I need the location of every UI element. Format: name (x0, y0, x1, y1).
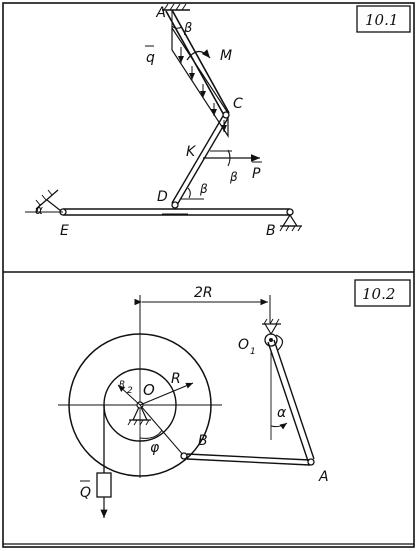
label-b: B (198, 433, 208, 449)
label-d: D (157, 189, 168, 205)
problem-number: 10.2 (362, 285, 395, 303)
bar-o1a-edge-right (273, 339, 315, 460)
label-beta-low: β (199, 182, 208, 196)
problem-number-box (354, 279, 411, 307)
bar-ba-edge-top (186, 453, 311, 461)
label-a: A (155, 5, 166, 21)
hinge-d (171, 201, 179, 209)
bar-o1a-edge-left (267, 341, 309, 462)
problem-number: 10.1 (365, 11, 398, 29)
bar-ba-edge-bottom (186, 458, 311, 466)
label-q: Q (80, 485, 91, 501)
pivot-o1-bracket (275, 334, 284, 351)
label-r-half-num: R (119, 380, 125, 390)
angle-arc-beta-mid (227, 149, 231, 167)
panel-10-1: 10.1 β q M C K (25, 3, 411, 239)
sheet-border (2, 2, 415, 548)
label-r-half-den: 2 (127, 386, 133, 396)
label-a: A (318, 469, 329, 485)
panel-10-2: 10.2 2R O R R 2 φ Q (58, 279, 411, 518)
label-k: K (186, 144, 197, 160)
label-c: C (233, 96, 243, 112)
load-block (96, 472, 112, 498)
angle-arc-beta-low (187, 187, 191, 199)
label-o1: O (238, 337, 249, 353)
label-p: P (252, 166, 261, 182)
distributed-load-arrows (178, 47, 227, 132)
label-o: O (143, 381, 155, 399)
pivot-o1-pin (269, 338, 273, 342)
label-alpha: α (35, 203, 43, 217)
label-beta-top: β (183, 21, 192, 36)
label-phi: φ (150, 440, 160, 456)
pivot-o1-support (264, 323, 278, 336)
distributed-load-outline (171, 25, 229, 139)
label-r: R (171, 371, 181, 387)
moment-arrow (186, 49, 211, 61)
label-m: M (220, 48, 232, 64)
label-2r: 2R (194, 285, 213, 301)
label-b: B (266, 223, 276, 239)
label-e: E (60, 223, 69, 239)
support-b-triangle (281, 213, 299, 227)
angle-arc-phi (139, 429, 163, 439)
label-o1-subscript: 1 (250, 347, 256, 357)
bar-cd-edge-left (171, 115, 224, 204)
angle-arc-alpha (36, 203, 43, 213)
label-alpha: α (277, 405, 287, 421)
support-e-link (46, 199, 62, 212)
hinge-a (307, 458, 315, 466)
label-q: q (146, 50, 155, 66)
bar-cd-edge-right (176, 117, 229, 206)
radius-r-half (117, 384, 141, 406)
angle-arc-alpha (270, 422, 288, 430)
problem-number-box (356, 5, 411, 33)
bar-ac-edge-right (171, 9, 230, 114)
hinge-c (222, 111, 230, 119)
hinge-b (180, 452, 188, 460)
label-beta-mid: β (229, 170, 238, 184)
radius-r (139, 382, 194, 406)
